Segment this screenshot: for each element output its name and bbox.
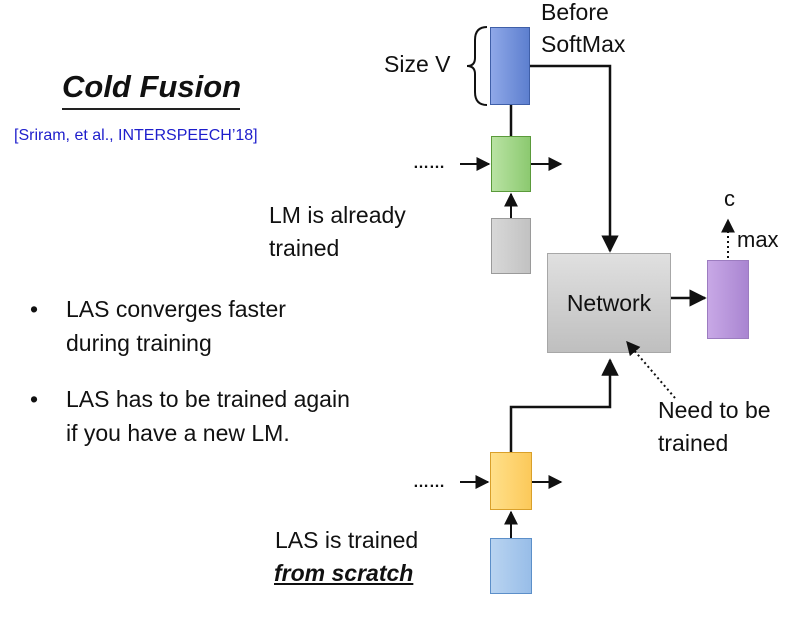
output-distribution-box <box>707 260 749 339</box>
network-label: Network <box>566 289 652 316</box>
citation: [Sriram, et al., INTERSPEECH’18] <box>14 127 258 144</box>
max-label: max <box>737 227 779 252</box>
size-v-brace <box>466 26 488 106</box>
lm-cell-box <box>491 136 531 192</box>
before-softmax-label-line2: SoftMax <box>541 31 626 57</box>
lm-output-box <box>490 27 530 105</box>
las-trained-label-line2: from scratch <box>274 560 414 586</box>
las-ellipsis: …… <box>413 474 445 491</box>
lm-ellipsis: …… <box>413 155 445 172</box>
before-softmax-label-line1: Before <box>541 0 609 25</box>
lm-trained-label-line2: trained <box>269 235 340 261</box>
las-to-network-arrow <box>509 358 619 452</box>
bullet-list: • LAS converges faster during training •… <box>30 292 350 472</box>
need-trained-dotted-arrow <box>626 340 676 399</box>
bullet-item: • LAS converges faster during training <box>30 292 350 360</box>
output-to-network-arrow <box>530 64 619 253</box>
las-trained-label-line1: LAS is trained <box>275 527 419 553</box>
lm-trained-label-line1: LM is already <box>269 202 406 228</box>
bullet-dot: • <box>30 386 39 412</box>
title-underline <box>62 108 240 110</box>
c-label: c <box>724 186 735 211</box>
las-input-box <box>490 538 532 594</box>
network-box: Network <box>547 253 671 353</box>
bullet-text-line: during training <box>66 330 212 356</box>
need-trained-label-line1: Need to be <box>658 397 771 423</box>
lm-input-box <box>491 218 531 274</box>
las-cell-box <box>490 452 532 510</box>
bullet-text-line: if you have a new LM. <box>66 420 290 446</box>
bullet-item: • LAS has to be trained again if you hav… <box>30 382 350 450</box>
need-trained-label-line2: trained <box>658 430 729 456</box>
bullet-text-line: LAS has to be trained again <box>66 386 350 412</box>
page-title: Cold Fusion <box>62 69 242 104</box>
bullet-dot: • <box>30 296 39 322</box>
bullet-text-line: LAS converges faster <box>66 296 286 322</box>
size-v-label: Size V <box>384 51 451 77</box>
